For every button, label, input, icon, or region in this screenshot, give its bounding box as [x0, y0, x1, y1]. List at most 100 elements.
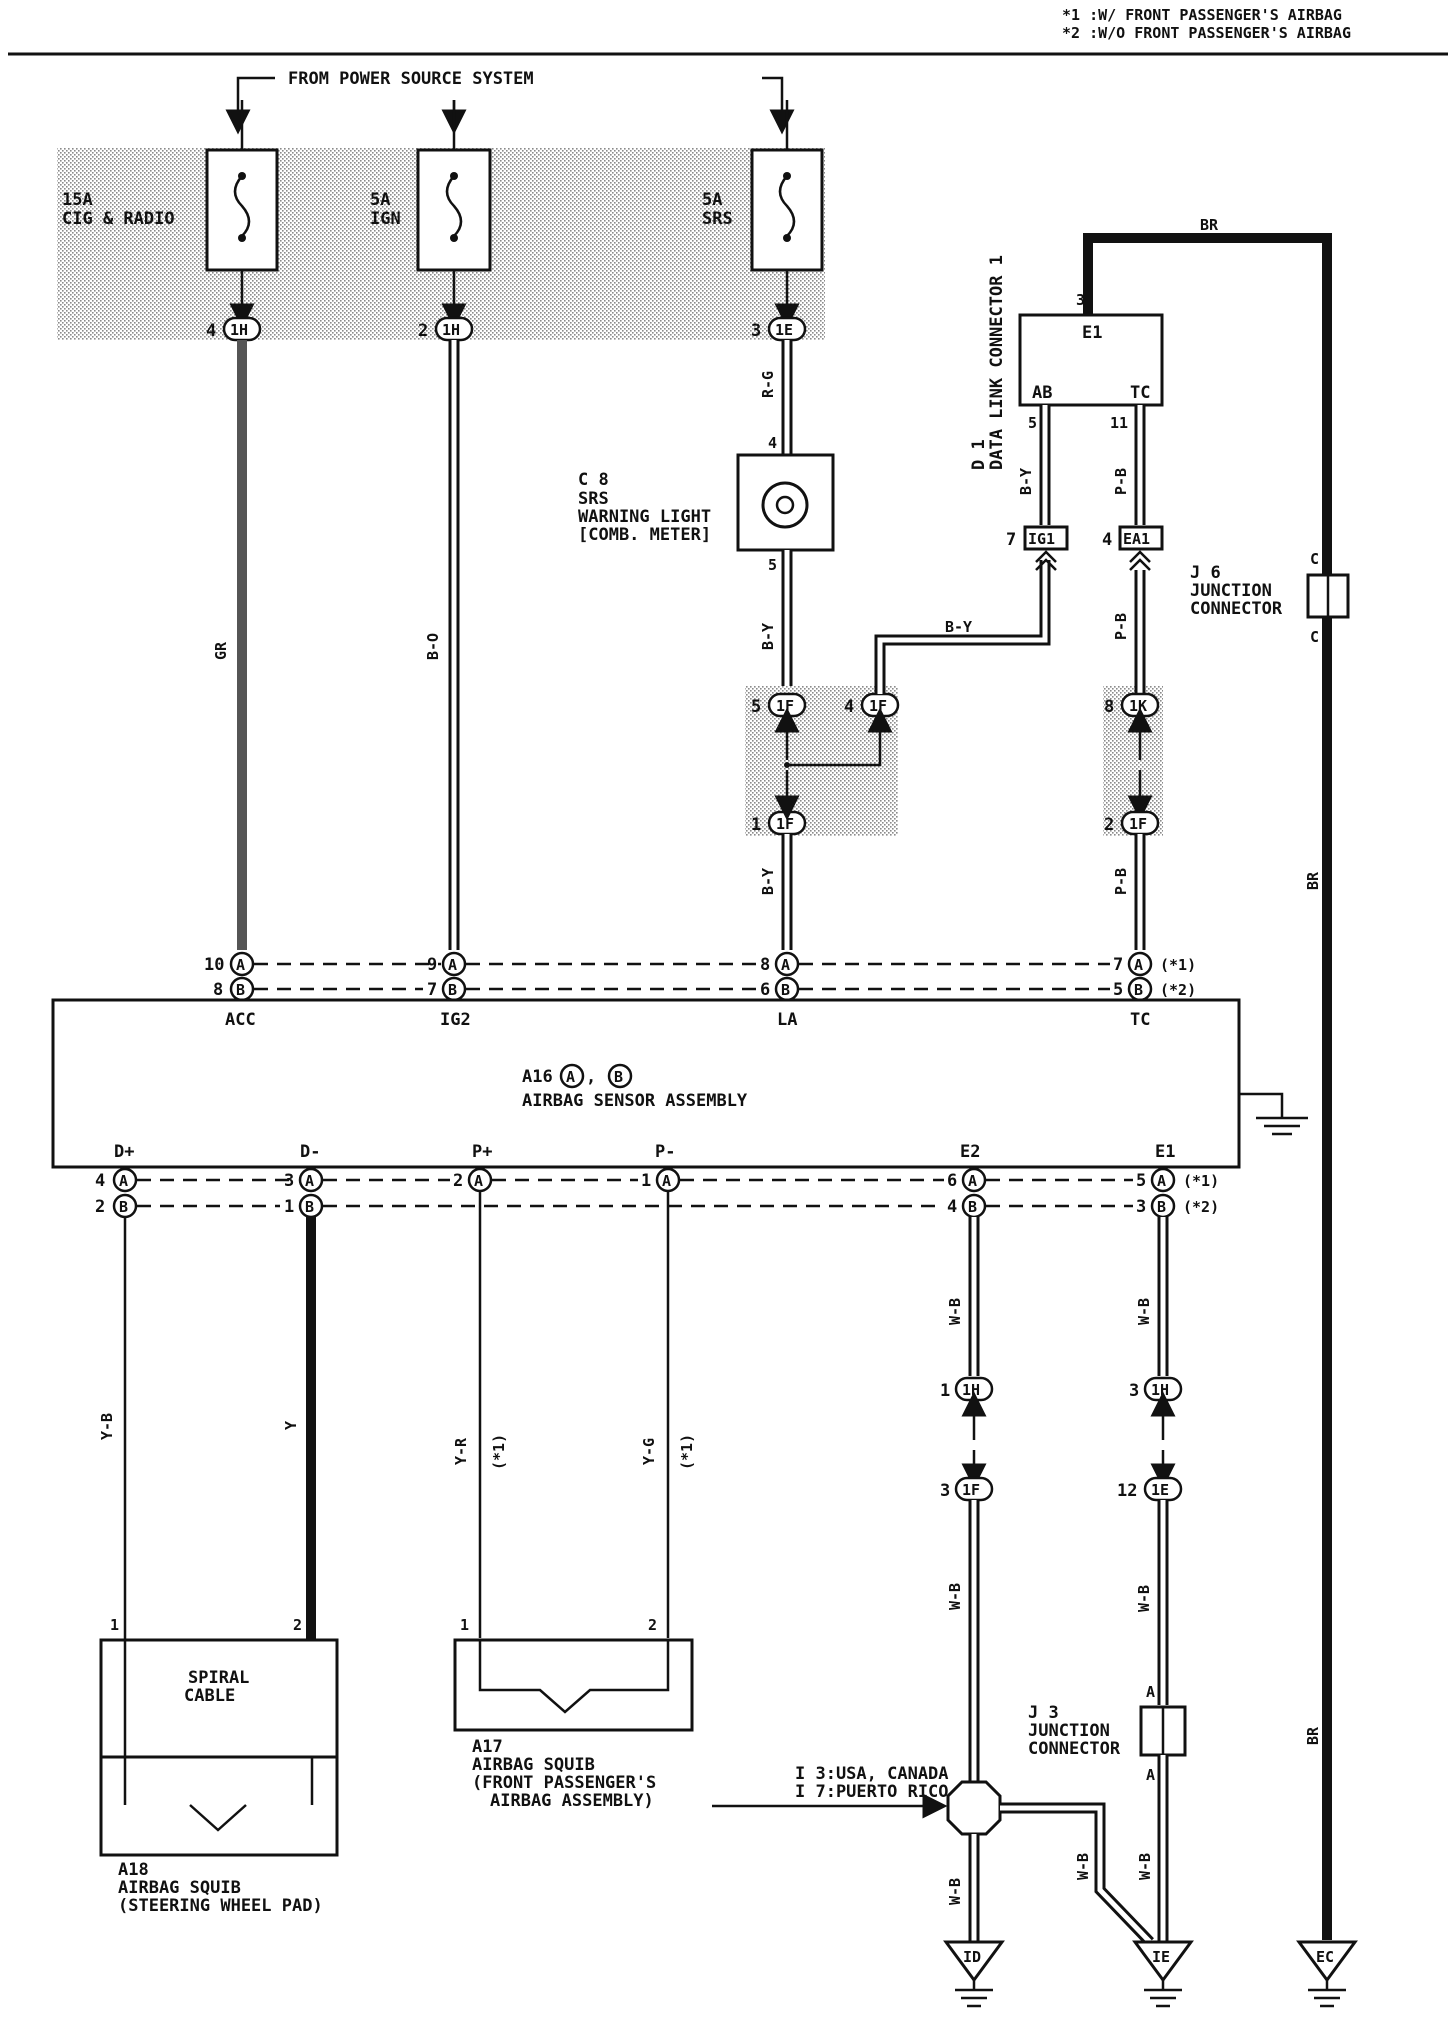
svg-text:JUNCTION: JUNCTION — [1028, 1721, 1110, 1741]
svg-text:(*1): (*1) — [1183, 1172, 1219, 1190]
svg-text:A: A — [566, 1068, 575, 1086]
c8-line3: [COMB. METER] — [578, 525, 711, 545]
connector-1f-1: 1F 1 — [751, 810, 807, 836]
dlc-id: D 1 — [969, 439, 989, 470]
svg-text:IE: IE — [1152, 1948, 1170, 1966]
wire-rg-label: R-G — [759, 371, 777, 398]
fuse-cig-radio: 15A CIG & RADIO — [62, 148, 279, 272]
svg-text:4: 4 — [1102, 530, 1112, 550]
connector-1f-3: 1F 3 — [940, 1476, 994, 1502]
srs-warning-light: C 8 SRS WARNING LIGHT [COMB. METER] — [578, 453, 835, 552]
svg-text:5: 5 — [751, 697, 761, 717]
wire-y-label: Y — [282, 1421, 300, 1430]
airbag-sensor-assembly: ACC IG2 LA TC A16 A , B AIRBAG SENSOR AS… — [51, 998, 1241, 1169]
svg-text:A: A — [448, 956, 457, 974]
svg-text:1F: 1F — [1129, 815, 1147, 833]
svg-text:A: A — [662, 1172, 671, 1190]
wire-wb-label-1: W-B — [946, 1298, 964, 1325]
wire-by-label-2: B-Y — [945, 618, 972, 636]
term-e1: E1 — [1155, 1142, 1175, 1162]
wire-wb-label-2: W-B — [946, 1583, 964, 1610]
svg-text:B: B — [614, 1068, 623, 1086]
fuse-3-rating: 5A — [702, 190, 722, 210]
svg-text:B: B — [1134, 981, 1143, 999]
svg-text:1: 1 — [460, 1616, 469, 1634]
svg-text:C: C — [1310, 628, 1319, 646]
data-link-connector: E1 AB TC D 1 DATA LINK CONNECTOR 1 — [969, 255, 1164, 470]
svg-text:1: 1 — [110, 1616, 119, 1634]
svg-text:B: B — [968, 1198, 977, 1216]
fuse-3-name: SRS — [702, 209, 733, 229]
wire-wb-label-3: W-B — [946, 1878, 964, 1905]
wire-bo-label: B-O — [424, 633, 442, 660]
svg-text:B: B — [1157, 1198, 1166, 1216]
svg-text:10: 10 — [204, 955, 224, 975]
dlc-pin-e1: 3 — [1076, 291, 1085, 309]
connector-1f-2: 1F 2 — [1104, 810, 1160, 836]
sensor-top-pins: A B 10 8 A B 9 7 A B 8 6 A B 7 5 (*1) (*… — [204, 951, 1196, 1002]
svg-text:12: 12 — [1117, 1481, 1137, 1501]
fuse-1-rating: 15A — [62, 190, 93, 210]
wire-wb-label-4: W-B — [1074, 1853, 1092, 1880]
svg-text:1F: 1F — [869, 697, 887, 715]
dlc-name: DATA LINK CONNECTOR 1 — [987, 255, 1007, 470]
power-arrow-3 — [762, 76, 795, 135]
fuse-srs: 5A SRS — [702, 148, 824, 272]
wire-by-label-3: B-Y — [759, 868, 777, 895]
svg-text:CONNECTOR: CONNECTOR — [1028, 1739, 1121, 1759]
svg-text:C: C — [1310, 550, 1319, 568]
wire-gr-label: GR — [212, 641, 230, 660]
wire-yg-note: (*1) — [678, 1434, 696, 1470]
svg-text:CONNECTOR: CONNECTOR — [1190, 599, 1283, 619]
svg-text:3: 3 — [1136, 1197, 1146, 1217]
wire-by-label-1: B-Y — [759, 623, 777, 650]
i3-note-line2: I 7:PUERTO RICO — [795, 1782, 949, 1802]
svg-text:J 3: J 3 — [1028, 1703, 1059, 1723]
connector-1f-5: 1F 5 — [751, 692, 807, 718]
svg-text:A: A — [236, 956, 245, 974]
term-la: LA — [777, 1010, 797, 1030]
svg-text:1F: 1F — [962, 1481, 980, 1499]
svg-text:ID: ID — [963, 1948, 981, 1966]
svg-text:1E: 1E — [775, 321, 793, 339]
svg-text:2: 2 — [1104, 815, 1114, 835]
wire-yr-label: Y-R — [452, 1437, 470, 1465]
note-star2: *2 :W/O FRONT PASSENGER'S AIRBAG — [1062, 24, 1351, 42]
i3-note-line1: I 3:USA, CANADA — [795, 1764, 949, 1784]
svg-text:5: 5 — [1136, 1171, 1146, 1191]
svg-text:2: 2 — [293, 1616, 302, 1634]
connector-1e-12: 1E 12 — [1117, 1476, 1183, 1502]
sensor-bottom-pins: A B 4 2 A B 3 1 A 2 A 1 A B 6 4 A B 5 3 … — [95, 1167, 1219, 1219]
sensor-ground-icon — [1239, 1092, 1308, 1136]
dlc-pin-ab: 5 — [1028, 414, 1037, 432]
term-dplus: D+ — [114, 1142, 134, 1162]
svg-text:7: 7 — [1113, 955, 1123, 975]
ground-id: ID — [943, 1940, 1005, 2008]
ground-ie: IE — [1132, 1940, 1194, 2008]
svg-text:B: B — [236, 981, 245, 999]
svg-text:B: B — [119, 1198, 128, 1216]
connector-1e-3: 1E 3 — [751, 316, 807, 342]
wire-wb-label-7: W-B — [1136, 1853, 1154, 1880]
svg-text:1H: 1H — [230, 321, 248, 339]
svg-text:(*1): (*1) — [1160, 956, 1196, 974]
svg-text:A: A — [1134, 956, 1143, 974]
svg-text:1K: 1K — [1129, 697, 1147, 715]
svg-text:A: A — [305, 1172, 314, 1190]
svg-text:7: 7 — [427, 980, 437, 1000]
svg-text:8: 8 — [1104, 697, 1114, 717]
squib-a18-icon — [189, 1804, 247, 1832]
wire-pb-label-3: P-B — [1112, 868, 1130, 895]
svg-text:A: A — [474, 1172, 483, 1190]
svg-text:2: 2 — [418, 321, 428, 341]
svg-text:4: 4 — [95, 1171, 105, 1191]
svg-text:1: 1 — [940, 1381, 950, 1401]
svg-text:3: 3 — [751, 321, 761, 341]
wire-pb-label-2: P-B — [1112, 613, 1130, 640]
term-pminus: P- — [655, 1142, 675, 1162]
svg-text:1: 1 — [641, 1171, 651, 1191]
svg-text:SPIRAL: SPIRAL — [188, 1668, 249, 1688]
airbag-squib-a17: 1 2 — [453, 1616, 694, 1732]
wire-br — [1083, 233, 1332, 1940]
connector-1h-3: 1H 3 — [1129, 1376, 1183, 1402]
